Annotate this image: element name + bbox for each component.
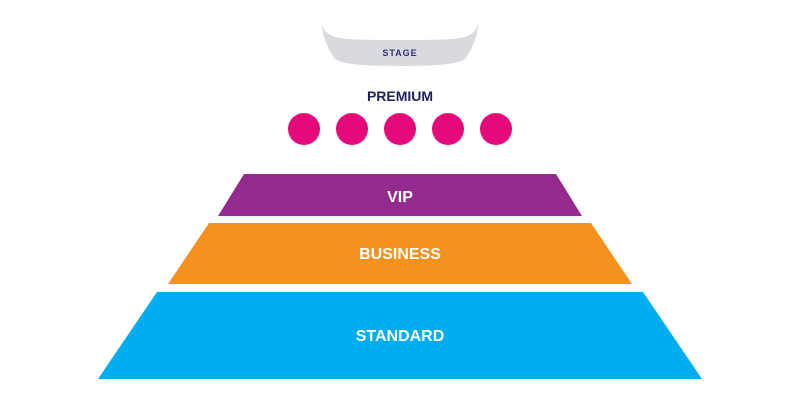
premium-seat-5[interactable]: [480, 113, 512, 145]
standard-section[interactable]: [98, 292, 702, 379]
premium-seat-1[interactable]: [288, 113, 320, 145]
premium-seats: [288, 113, 512, 145]
premium-seat-2[interactable]: [336, 113, 368, 145]
premium-seat-3[interactable]: [384, 113, 416, 145]
premium-label: PREMIUM: [367, 88, 433, 104]
business-label: BUSINESS: [359, 246, 441, 263]
standard-label: STANDARD: [356, 328, 445, 345]
stage-shape[interactable]: [322, 22, 478, 66]
stage-label: STAGE: [382, 48, 417, 58]
premium-seat-4[interactable]: [432, 113, 464, 145]
vip-label: VIP: [387, 189, 413, 206]
vip-section[interactable]: [218, 174, 582, 216]
business-section[interactable]: [168, 223, 632, 284]
